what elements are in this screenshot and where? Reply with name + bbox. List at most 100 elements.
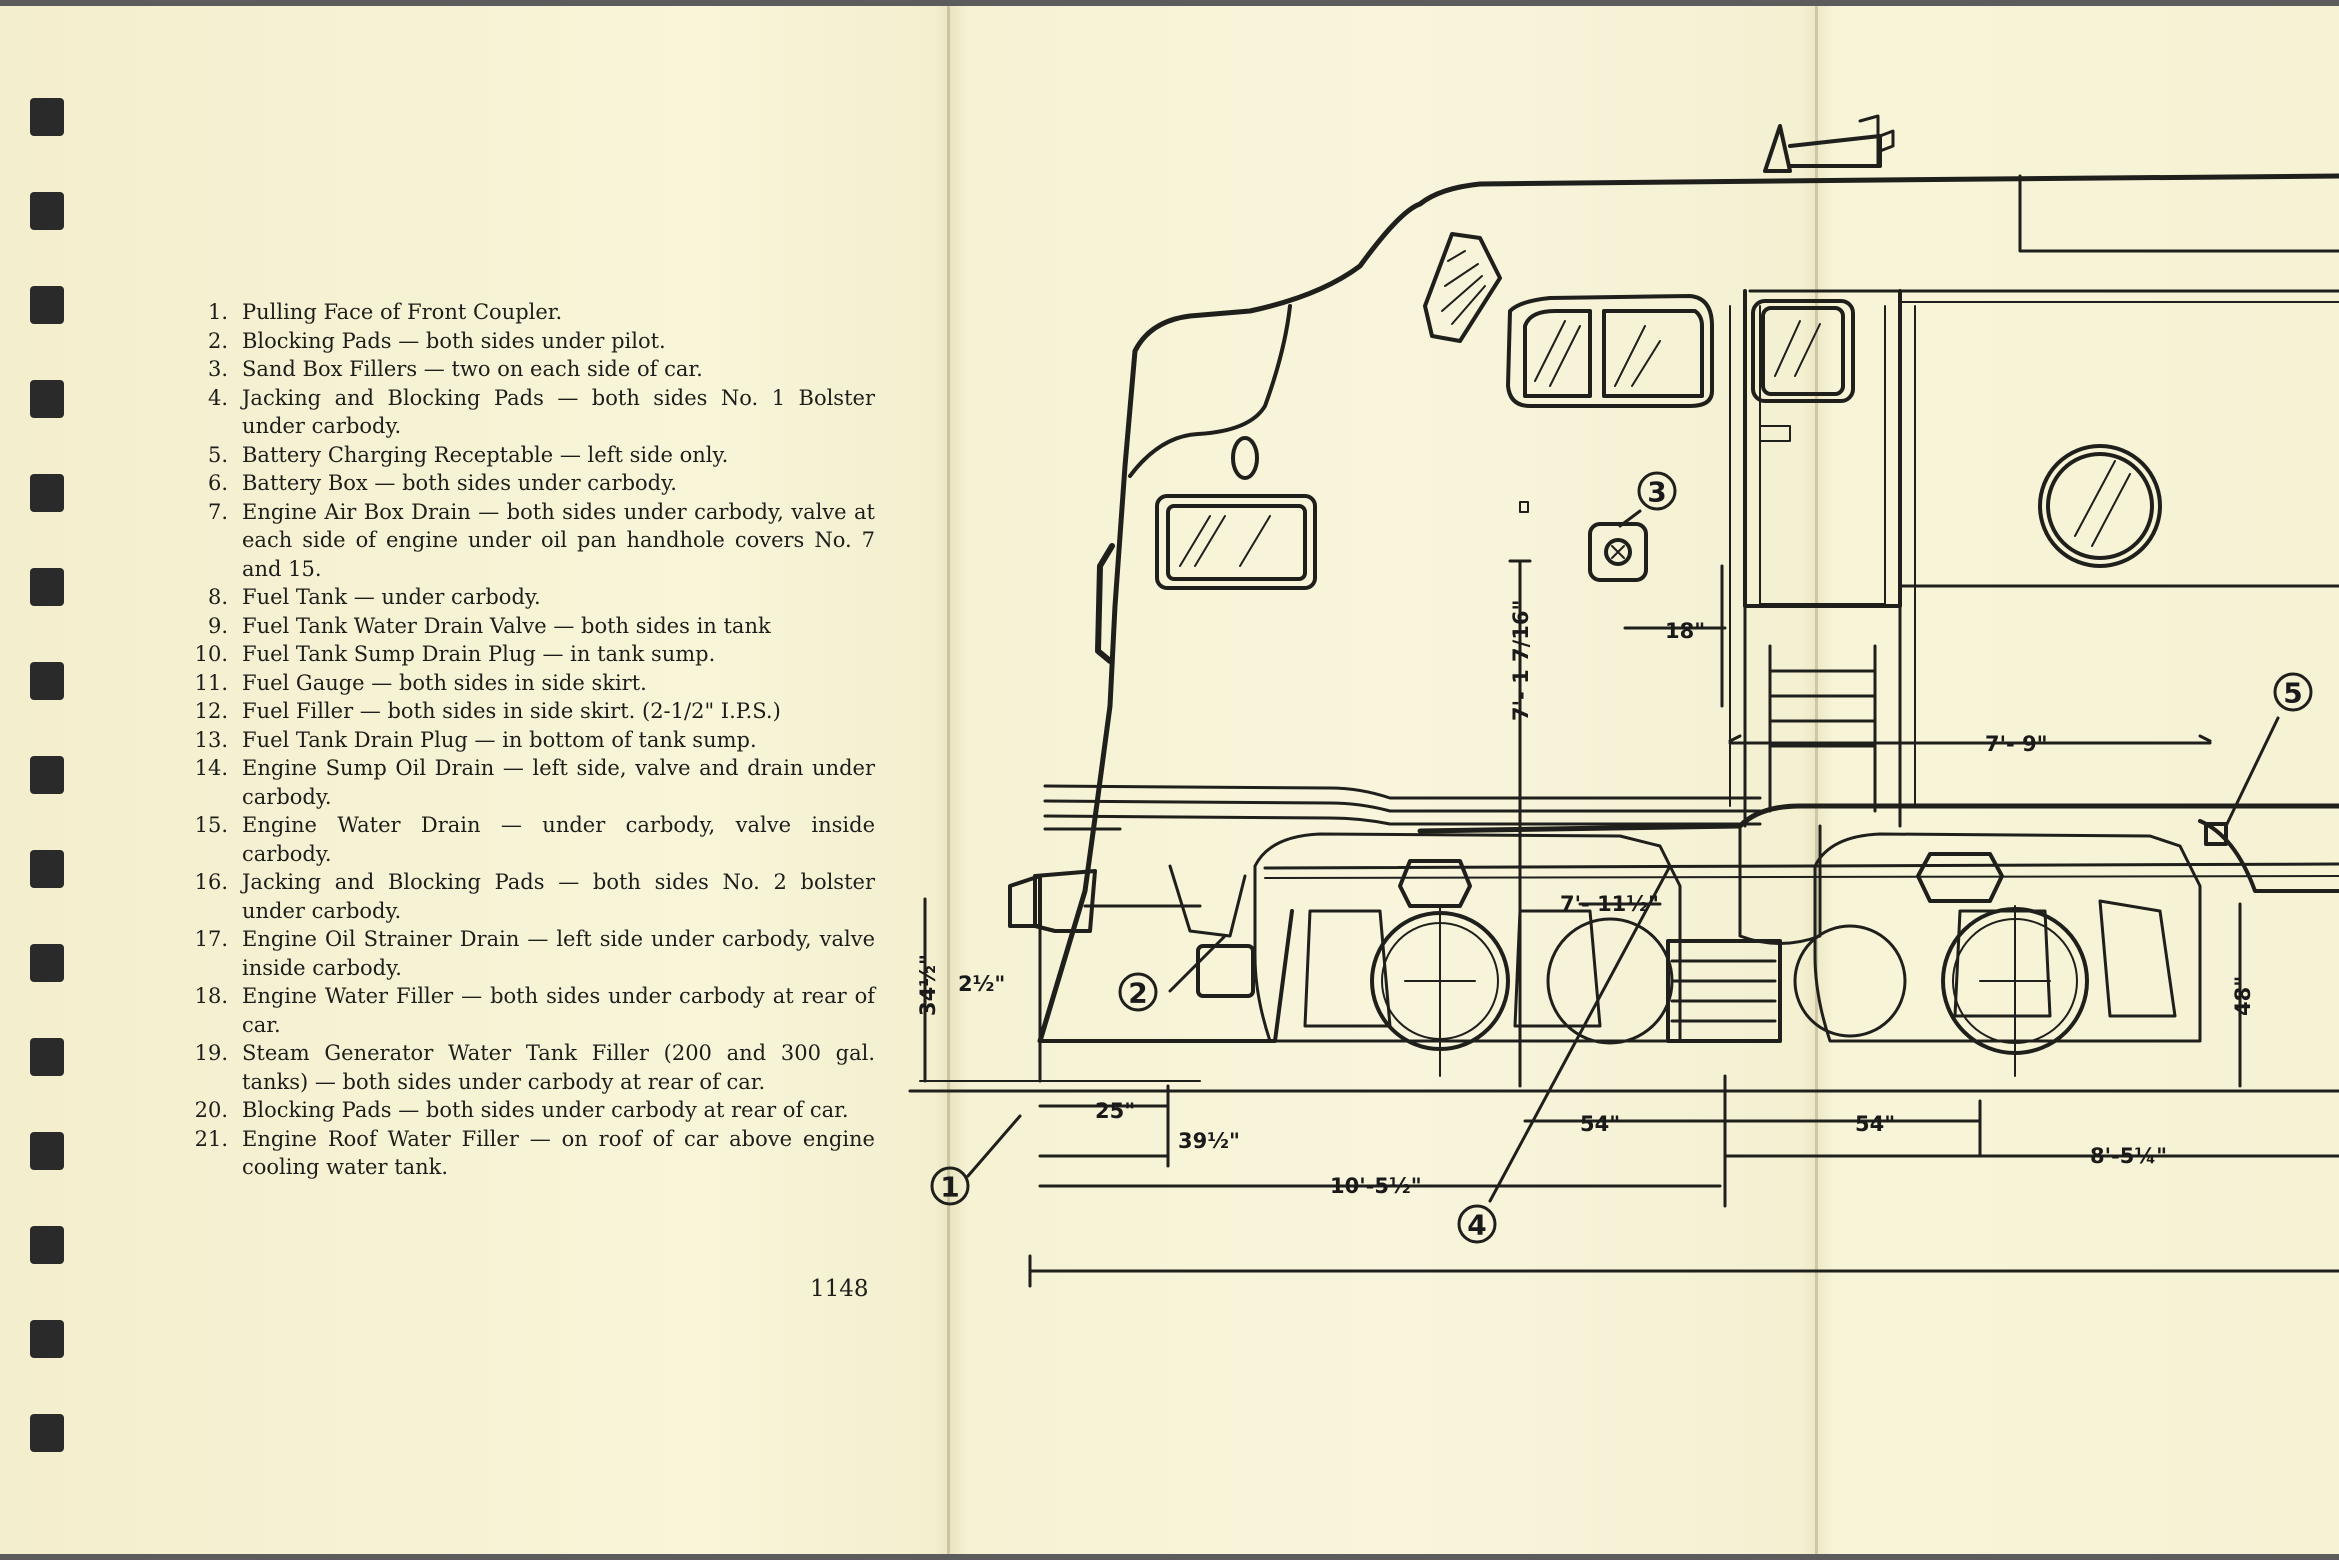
list-item: 17.Engine Oil Strainer Drain — left side…: [185, 925, 875, 982]
item-number: 10.: [194, 642, 228, 666]
dimension-label: 7'- 1 7/16": [1509, 600, 1533, 721]
page-number: 1148: [810, 1276, 869, 1302]
dimension-label: 54": [1855, 1112, 1895, 1136]
item-number: 8.: [207, 585, 228, 609]
horn-icon: [1763, 114, 1895, 173]
book-spread: 1. Pulling Face of Front Coupler. 2. Block…: [0, 6, 2339, 1554]
dimension-label: 18": [1665, 619, 1705, 643]
list-item: 1. Pulling Face of Front Coupler.: [185, 298, 875, 327]
dimension-label: 7'- 9": [1985, 732, 2048, 756]
dimension-label: 39½": [1178, 1129, 1240, 1153]
binding-hole: [30, 850, 64, 888]
item-text: Engine Oil Strainer Drain — left side un…: [242, 927, 875, 980]
binding-hole: [30, 474, 64, 512]
item-number: 12.: [194, 699, 228, 723]
binding-hole: [30, 380, 64, 418]
callout-5: 5: [2283, 677, 2302, 710]
binding-hole: [30, 192, 64, 230]
list-item: 10. Fuel Tank Sump Drain Plug — in tank s…: [185, 640, 875, 669]
nose-stripes: [1043, 784, 1762, 831]
binding-hole: [30, 568, 64, 606]
item-text: Blocking Pads — both sides under carbody…: [242, 1098, 849, 1122]
sand-box-filler: [1588, 522, 1648, 582]
item-text: Battery Charging Receptable — left side …: [242, 442, 729, 467]
item-text: Fuel Filler — both sides in side skirt. …: [242, 699, 781, 723]
binding-hole: [30, 944, 64, 982]
binding-holes: [30, 98, 64, 1478]
dimension-label: 54": [1580, 1112, 1620, 1136]
binding-hole: [30, 98, 64, 136]
dimension-label: 2½": [958, 972, 1005, 996]
battery-receptacle: [2204, 822, 2228, 846]
item-number: 3.: [207, 357, 228, 381]
item-text: Fuel Gauge — both sides in side skirt.: [242, 670, 647, 695]
dimension-label: 48": [2231, 976, 2255, 1016]
list-item: 4.Jacking and Blocking Pads — both sides…: [185, 384, 875, 441]
leader-lines: [966, 509, 2280, 1203]
binding-hole: [30, 1320, 64, 1358]
item-text: Blocking Pads — both sides under pilot.: [242, 328, 666, 353]
list-item: 14. Engine Sump Oil Drain — left side, va…: [185, 754, 875, 811]
callout-4: 4: [1467, 1209, 1486, 1242]
binding-hole: [30, 662, 64, 700]
item-text: Fuel Tank Sump Drain Plug — in tank sump…: [242, 642, 716, 666]
locomotive-side-elevation-drawing: 1 2 3 4 5 7'- 9" 7'- 11½" 7'- 1 7/16" 18…: [908, 114, 2339, 1288]
binding-hole: [30, 1226, 64, 1264]
list-item: 3.Sand Box Fillers — two on each side of…: [185, 355, 875, 384]
binding-hole: [30, 1038, 64, 1076]
list-item: 19.Steam Generator Water Tank Filler (20…: [185, 1039, 875, 1096]
binding-hole: [30, 286, 64, 324]
dimension-label: 10'-5½": [1330, 1174, 1422, 1198]
front-handrail: [1095, 543, 1115, 664]
item-text: Engine Roof Water Filler — on roof of ca…: [242, 1126, 875, 1180]
callout-circles: [930, 471, 2313, 1244]
item-number: 13.: [194, 727, 228, 752]
item-number: 4.: [207, 385, 228, 410]
list-item: 16.Jacking and Blocking Pads — both side…: [185, 868, 875, 925]
dimension-label: 7'- 11½": [1560, 892, 1659, 916]
item-number: 1.: [207, 300, 228, 324]
item-text: Engine Water Drain — under carbody, valv…: [242, 813, 875, 866]
item-number: 21.: [194, 1126, 228, 1151]
list-item: 11. Fuel Gauge — both sides in side skirt…: [185, 669, 875, 698]
component-notes-list: 1. Pulling Face of Front Coupler. 2. Block…: [185, 298, 875, 1182]
item-text: Fuel Tank Drain Plug — in bottom of tank…: [242, 727, 757, 752]
item-number: 18.: [194, 984, 228, 1008]
item-number: 20.: [194, 1098, 228, 1122]
list-item: 9.Fuel Tank Water Drain Valve — both sid…: [185, 612, 875, 641]
binding-hole: [30, 1132, 64, 1170]
item-number: 15.: [194, 813, 228, 837]
list-item: 20. Blocking Pads — both sides under carb…: [185, 1096, 875, 1125]
item-text: Pulling Face of Front Coupler.: [242, 300, 563, 324]
item-text: Battery Box — both sides under carbody.: [242, 471, 677, 495]
callout-2: 2: [1128, 977, 1147, 1010]
fuel-tank: [1666, 824, 1822, 1043]
callout-1: 1: [940, 1171, 959, 1204]
item-number: 14.: [194, 756, 228, 780]
item-number: 2.: [207, 328, 228, 353]
item-text: Engine Water Filler — both sides under c…: [242, 984, 875, 1037]
foldout-crease: [1815, 6, 1818, 1554]
item-number: 9.: [207, 613, 228, 638]
callout-3: 3: [1647, 476, 1666, 509]
dimension-lines: [923, 559, 2339, 1288]
list-item: 8. Fuel Tank — under carbody.: [185, 583, 875, 612]
item-number: 11.: [194, 670, 228, 695]
list-item: 21. Engine Roof Water Filler — on roof of…: [185, 1125, 875, 1182]
list-item: 5.Battery Charging Receptable — left sid…: [185, 441, 875, 470]
dimension-label: 8'-5¼": [2090, 1144, 2167, 1168]
list-item: 13. Fuel Tank Drain Plug — in bottom of t…: [185, 726, 875, 755]
item-text: Jacking and Blocking Pads — both sides N…: [242, 870, 875, 923]
cab-door: [1729, 289, 1916, 828]
windows: [1155, 232, 2162, 590]
binding-hole: [30, 1414, 64, 1452]
list-item: 15. Engine Water Drain — under carbody, v…: [185, 811, 875, 868]
list-item: 6.Battery Box — both sides under carbody…: [185, 469, 875, 498]
list-item: 7.Engine Air Box Drain — both sides unde…: [185, 498, 875, 584]
list-item: 18. Engine Water Filler — both sides unde…: [185, 982, 875, 1039]
list-item: 2. Blocking Pads — both sides under pilot…: [185, 327, 875, 356]
item-number: 19.: [194, 1041, 228, 1065]
binding-hole: [30, 756, 64, 794]
item-text: Engine Sump Oil Drain — left side, valve…: [242, 756, 875, 809]
item-text: Fuel Tank — under carbody.: [242, 585, 541, 609]
